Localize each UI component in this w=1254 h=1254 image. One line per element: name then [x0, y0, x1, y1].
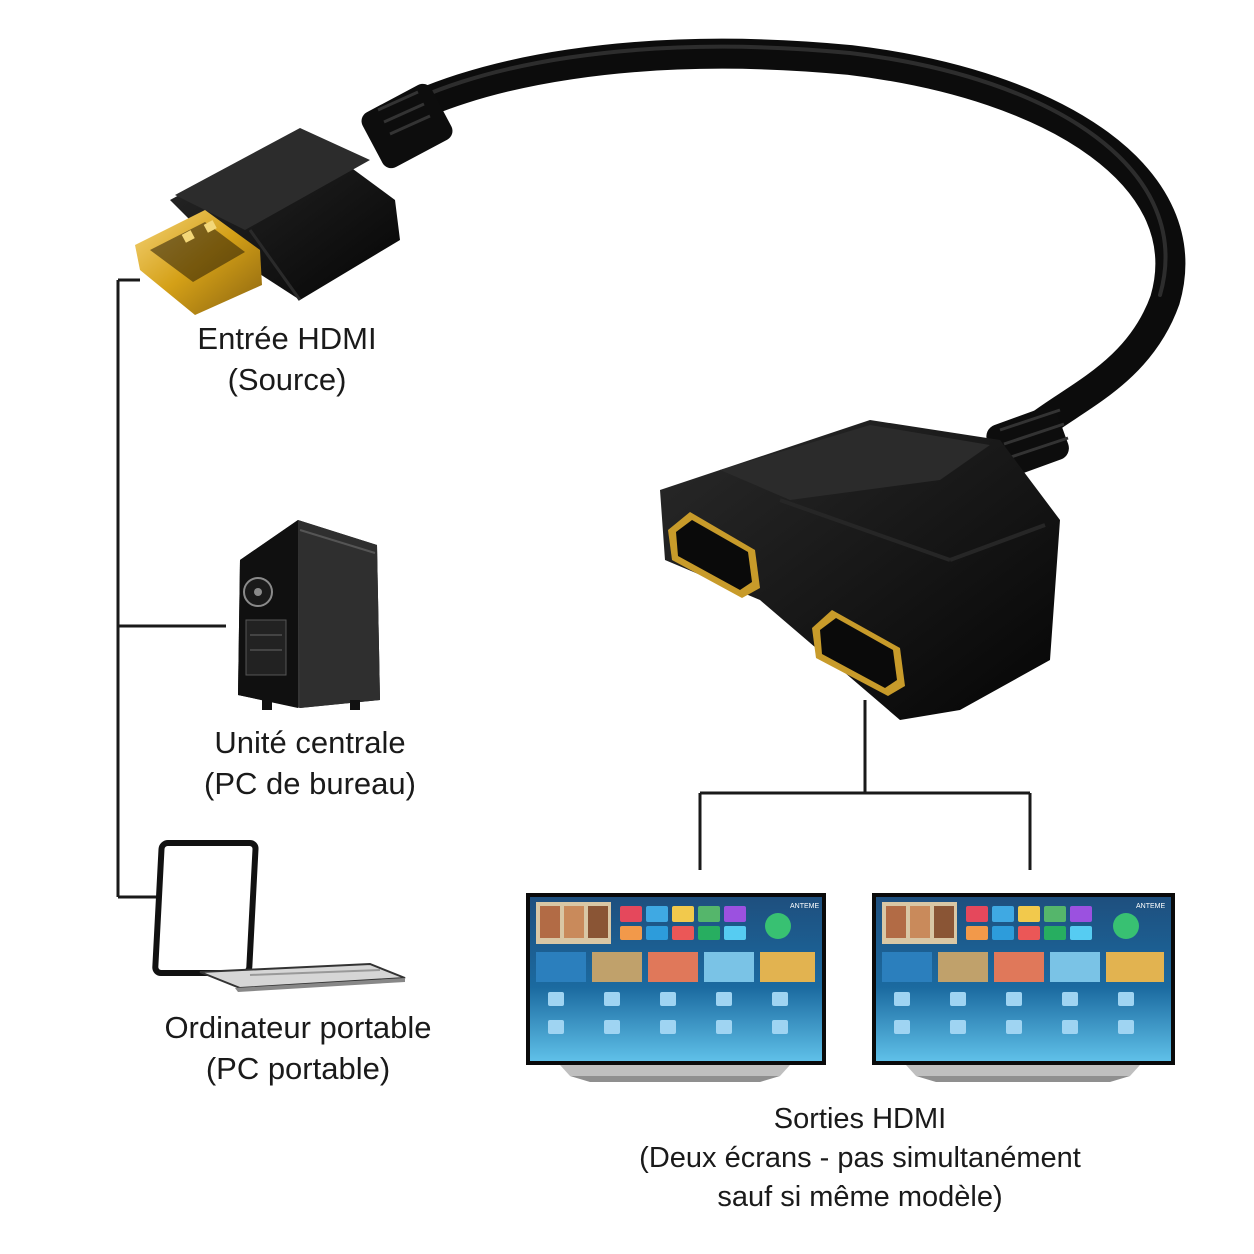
- outputs-label-line2: (Deux écrans - pas simultanément: [639, 1142, 1081, 1174]
- laptop-label-line1: Ordinateur portable: [164, 1010, 432, 1045]
- outputs-label-line1: Sorties HDMI: [773, 1103, 947, 1135]
- gold-connector-tip: [135, 210, 262, 315]
- outputs-label-line3: sauf si même modèle): [717, 1181, 1003, 1213]
- desktop-label-line1: Unité centrale: [214, 725, 406, 760]
- cable-wire: [365, 38, 1186, 440]
- input-label: Entrée HDMI (Source): [157, 318, 417, 400]
- tv-1: ANTEME: [526, 893, 826, 1082]
- plug-strain-relief: [361, 83, 453, 169]
- hdmi-female-port-1: [668, 512, 760, 598]
- laptop-label: Ordinateur portable (PC portable): [118, 1007, 478, 1089]
- hdmi-male-plug: [135, 128, 400, 315]
- case-fan-icon: [243, 577, 273, 607]
- tv-1-brand: ANTEME: [790, 903, 820, 910]
- tv-2: ANTEME: [872, 893, 1175, 1082]
- tv-2-brand: ANTEME: [1136, 903, 1166, 910]
- laptop-icon: [152, 840, 406, 992]
- desktop-label: Unité centrale (PC de bureau): [160, 722, 460, 804]
- laptop-label-line2: (PC portable): [205, 1051, 391, 1086]
- desktop-pc-icon: [238, 520, 380, 710]
- right-connector-lines: [698, 700, 1032, 870]
- hdmi-female-port-2: [812, 610, 905, 696]
- input-label-line1: Entrée HDMI: [197, 321, 377, 356]
- input-label-line2: (Source): [227, 362, 347, 397]
- outputs-label: Sorties HDMI (Deux écrans - pas simultan…: [590, 1100, 1130, 1217]
- splitter-body: [660, 407, 1069, 720]
- desktop-label-line2: (PC de bureau): [204, 766, 416, 801]
- hdmi-splitter-cable: [361, 38, 1186, 440]
